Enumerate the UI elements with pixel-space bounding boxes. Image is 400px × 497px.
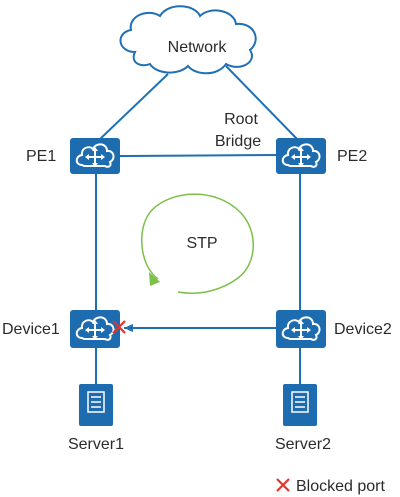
device1-label: Device1	[2, 321, 60, 338]
link-cloud-pe2	[225, 65, 299, 141]
pe1-device	[70, 138, 120, 174]
root-bridge-label-line2: Bridge	[215, 133, 261, 150]
pe1-label: PE1	[26, 148, 56, 165]
device1-device	[70, 310, 120, 348]
device2-label: Device2	[334, 321, 392, 338]
root-bridge-label-line1: Root	[224, 111, 258, 128]
stp-loop-arrow: STP	[141, 193, 254, 294]
links	[95, 65, 301, 384]
server2-label: Server2	[275, 436, 331, 453]
server-icon	[283, 384, 317, 426]
link-pe1-pe2	[117, 154, 281, 157]
pe2-device	[276, 138, 326, 174]
server-icon	[79, 384, 113, 426]
server2-device	[283, 384, 317, 426]
stp-label: STP	[186, 235, 217, 252]
blocked-port-legend-label: Blocked port	[296, 478, 385, 495]
link-cloud-pe1	[98, 73, 169, 141]
network-label: Network	[168, 39, 228, 56]
network-cloud: Network	[119, 5, 257, 75]
pe2-label: PE2	[337, 148, 367, 165]
device2-device	[276, 310, 326, 348]
server1-label: Server1	[68, 436, 124, 453]
legend: Blocked port	[276, 478, 385, 495]
blocked-link-arrowhead	[124, 324, 133, 332]
blocked-port-mark	[112, 320, 126, 334]
blocked-port-legend-icon	[276, 478, 290, 492]
server1-device	[79, 384, 113, 426]
